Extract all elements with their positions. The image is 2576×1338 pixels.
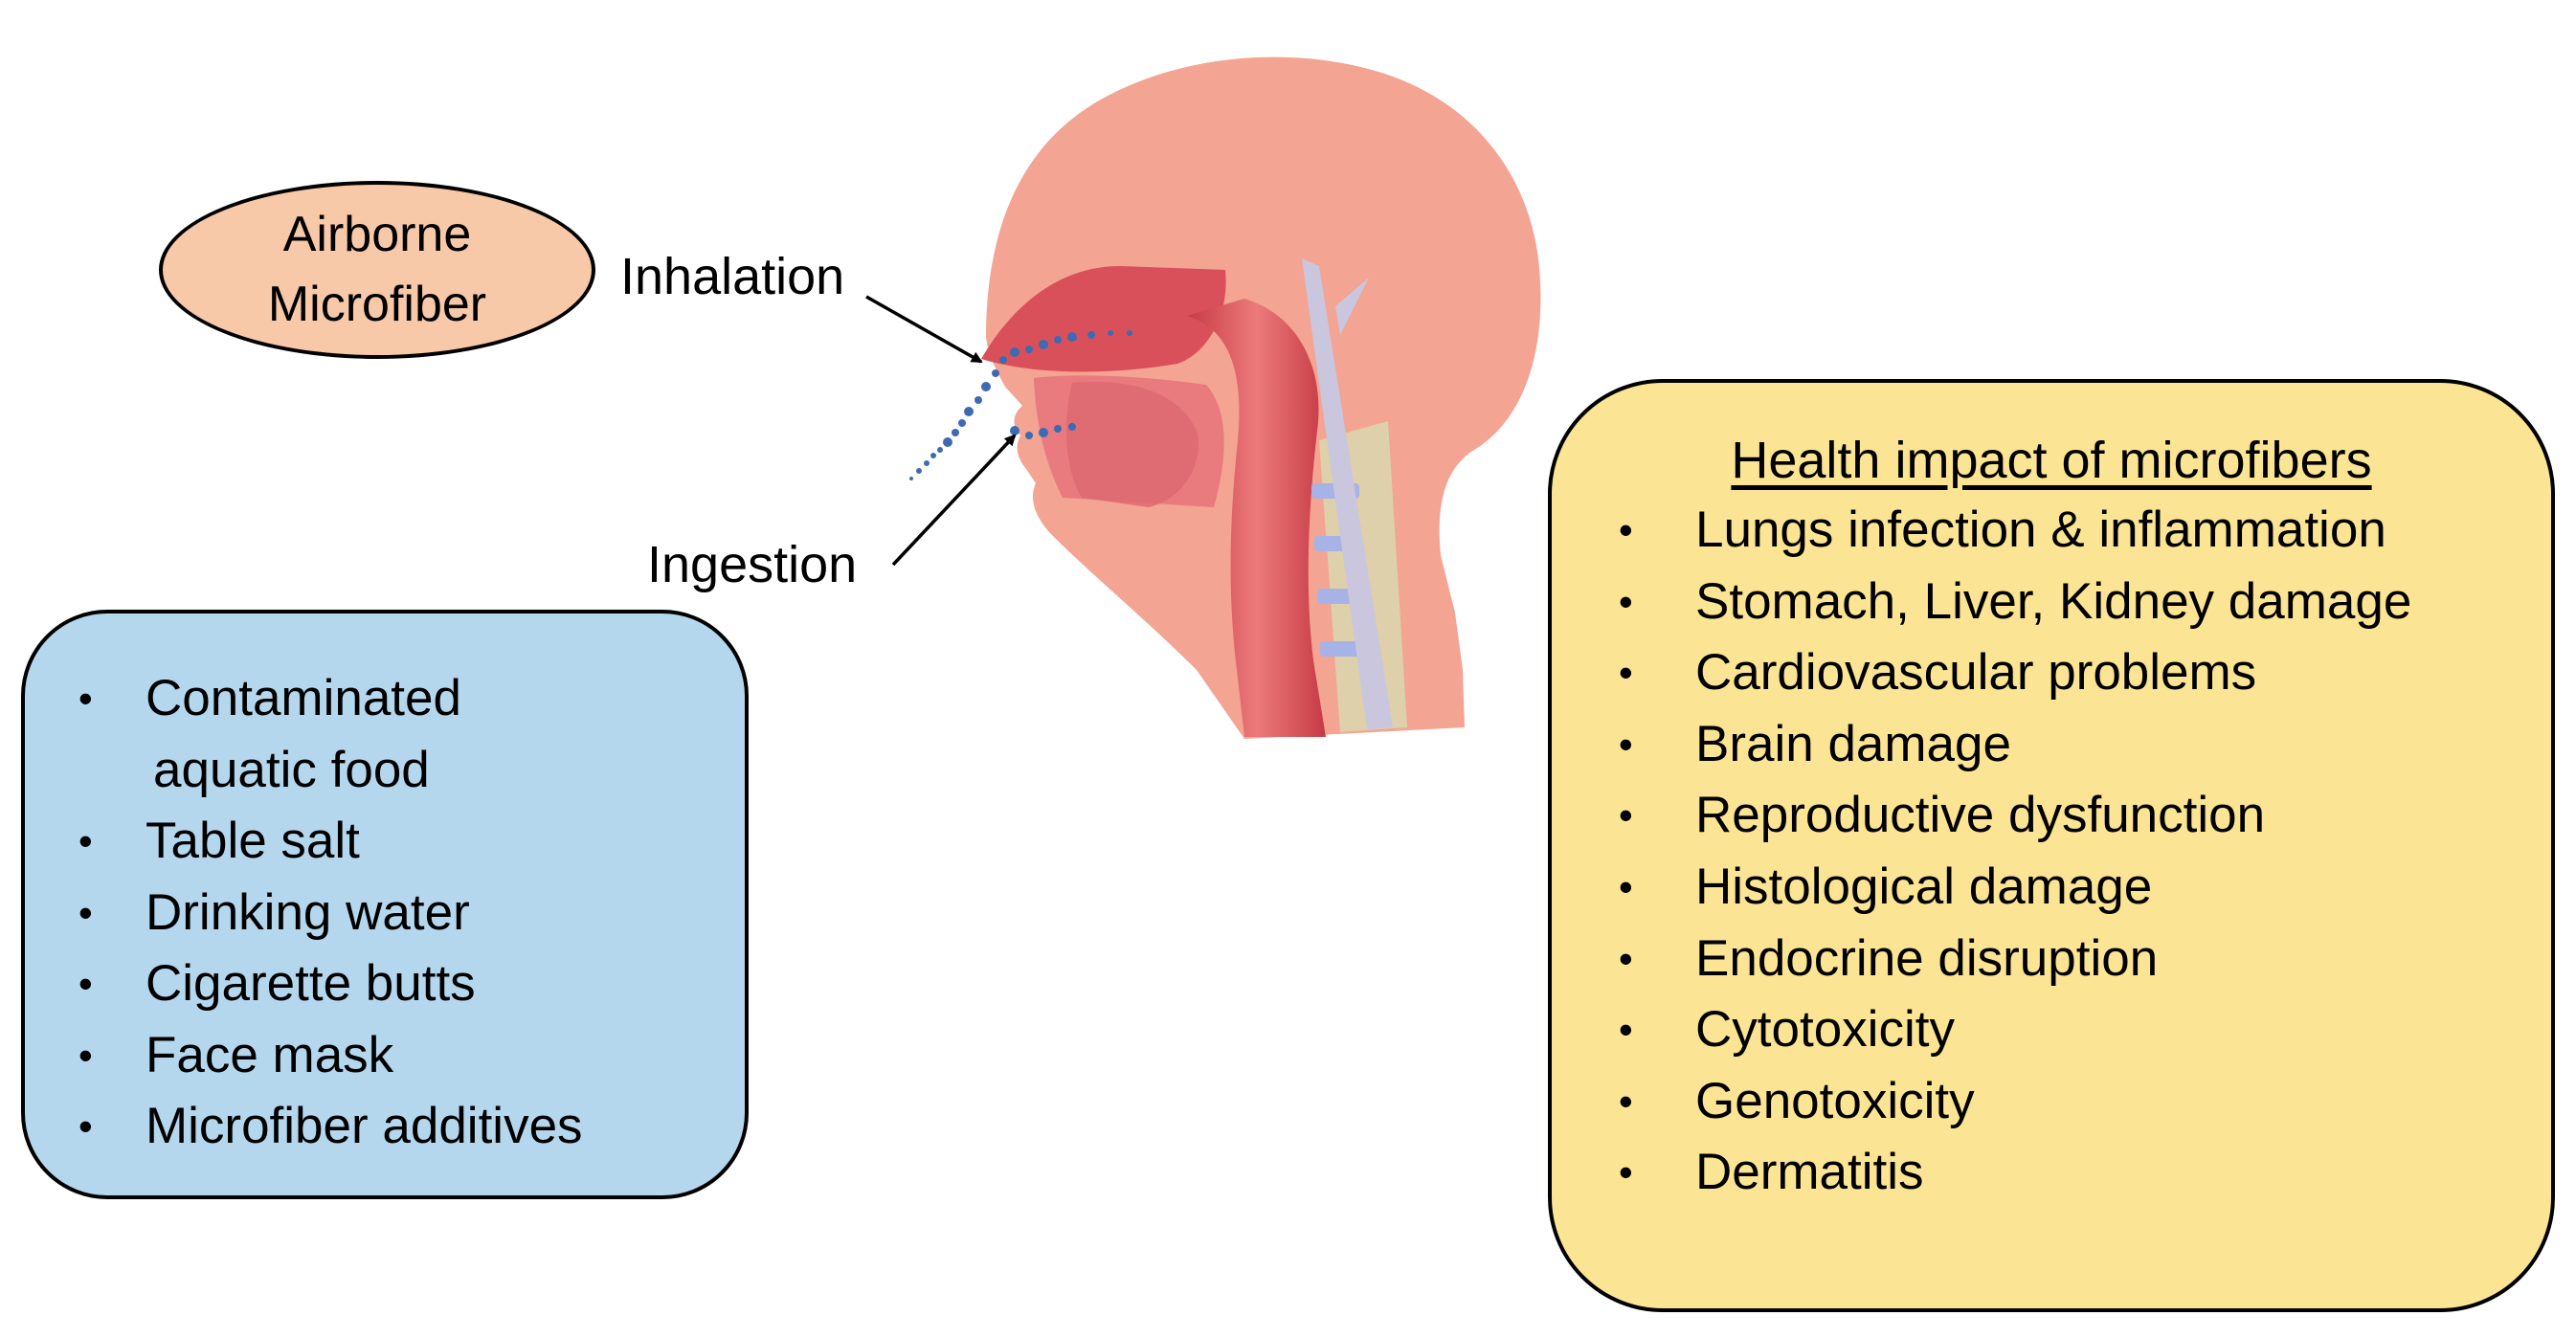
- exposure-sources-list: • Contaminated aquatic food • Table salt • Dri…: [78, 663, 583, 1163]
- health-impact-item: • Stomach, Liver, Kidney damage: [1619, 567, 2412, 638]
- exposure-source-item: aquatic food: [146, 735, 583, 807]
- inhalation-label: Inhalation: [620, 248, 845, 305]
- exposure-source-text: Contaminated: [146, 670, 461, 726]
- exposure-source-item: • Drinking water: [78, 878, 583, 949]
- health-impact-text: Histological damage: [1695, 858, 2153, 915]
- health-impact-text: Genotoxicity: [1695, 1072, 1975, 1129]
- spinal-cord: [1302, 258, 1393, 729]
- bullet-icon: •: [1619, 792, 1633, 838]
- health-impact-item: • Reproductive dysfunction: [1619, 780, 2411, 852]
- health-impact-text: Cytotoxicity: [1695, 1001, 1955, 1059]
- exposure-source-item: • Table salt: [78, 806, 583, 878]
- bullet-icon: •: [78, 818, 93, 863]
- ingestion-arrow: [891, 434, 1017, 567]
- exposure-source-text: aquatic food: [153, 741, 430, 798]
- bullet-icon: •: [78, 1032, 93, 1078]
- exposure-source-item: • Contaminated: [78, 663, 583, 735]
- exposure-sources-box: • Contaminated aquatic food • Table salt • Dri…: [21, 610, 749, 1199]
- inhalation-arrow: [865, 295, 983, 364]
- exposure-source-item: • Cigarette butts: [78, 948, 583, 1020]
- health-impact-item: • Genotoxicity: [1619, 1066, 2411, 1138]
- bullet-icon: •: [78, 676, 93, 721]
- health-impact-item: • Endocrine disruption: [1619, 924, 2411, 995]
- health-impact-item: • Cytotoxicity: [1619, 994, 2411, 1066]
- health-impact-box: Health impact of microfibers • Lungs infe…: [1548, 379, 2555, 1312]
- bullet-icon: •: [1619, 1149, 1633, 1195]
- health-impact-heading: Health impact of microfibers: [1731, 432, 2372, 489]
- source-line-1: Airborne: [282, 207, 472, 263]
- health-impact-text: Lungs infection & inflammation: [1695, 502, 2386, 558]
- bullet-icon: •: [78, 961, 93, 1006]
- exposure-source-item: • Face mask: [78, 1020, 583, 1092]
- health-impact-item: • Dermatitis: [1619, 1137, 2411, 1209]
- health-impact-text: Dermatitis: [1695, 1144, 1924, 1201]
- health-impact-text: Stomach, Liver, Kidney damage: [1695, 572, 2412, 630]
- health-impact-list: • Lungs infection & inflammation • Stomach,…: [1619, 495, 2412, 1209]
- bullet-icon: •: [78, 889, 93, 935]
- ingestion-label: Ingestion: [647, 536, 858, 593]
- exposure-source-text: Drinking water: [146, 883, 470, 941]
- health-impact-text: Endocrine disruption: [1695, 929, 2159, 987]
- exposure-source-item: • Microfiber additives: [78, 1091, 583, 1163]
- exposure-source-text: Table salt: [146, 813, 360, 869]
- exposure-source-text: Cigarette butts: [146, 955, 476, 1012]
- bullet-icon: •: [1619, 578, 1633, 624]
- bullet-icon: •: [1619, 1078, 1633, 1124]
- exposure-source-text: Face mask: [146, 1026, 394, 1083]
- health-impact-text: Reproductive dysfunction: [1695, 787, 2266, 844]
- bullet-icon: •: [1619, 507, 1633, 552]
- tongue: [1066, 381, 1198, 507]
- bullet-icon: •: [1619, 650, 1633, 696]
- microfiber-particles: [909, 330, 1132, 480]
- bullet-icon: •: [1619, 1007, 1633, 1053]
- airway-tube: [1187, 299, 1326, 737]
- bullet-icon: •: [1619, 721, 1633, 767]
- health-impact-text: Brain damage: [1695, 715, 2011, 772]
- bullet-icon: •: [1619, 863, 1633, 909]
- human-head-cross-section-icon: [909, 56, 1541, 740]
- airborne-microfiber-ellipse: Airborne Microfiber: [159, 181, 595, 359]
- health-impact-text: Cardiovascular problems: [1695, 644, 2257, 702]
- bullet-icon: •: [1619, 935, 1633, 981]
- exposure-source-text: Microfiber additives: [146, 1098, 583, 1154]
- source-line-2: Microfiber: [267, 277, 487, 332]
- health-impact-item: • Brain damage: [1619, 709, 2411, 781]
- health-impact-item: • Lungs infection & inflammation: [1619, 495, 2411, 567]
- health-impact-item: • Cardiovascular problems: [1619, 637, 2411, 709]
- health-impact-item: • Histological damage: [1619, 852, 2411, 924]
- bullet-icon: •: [78, 1104, 93, 1148]
